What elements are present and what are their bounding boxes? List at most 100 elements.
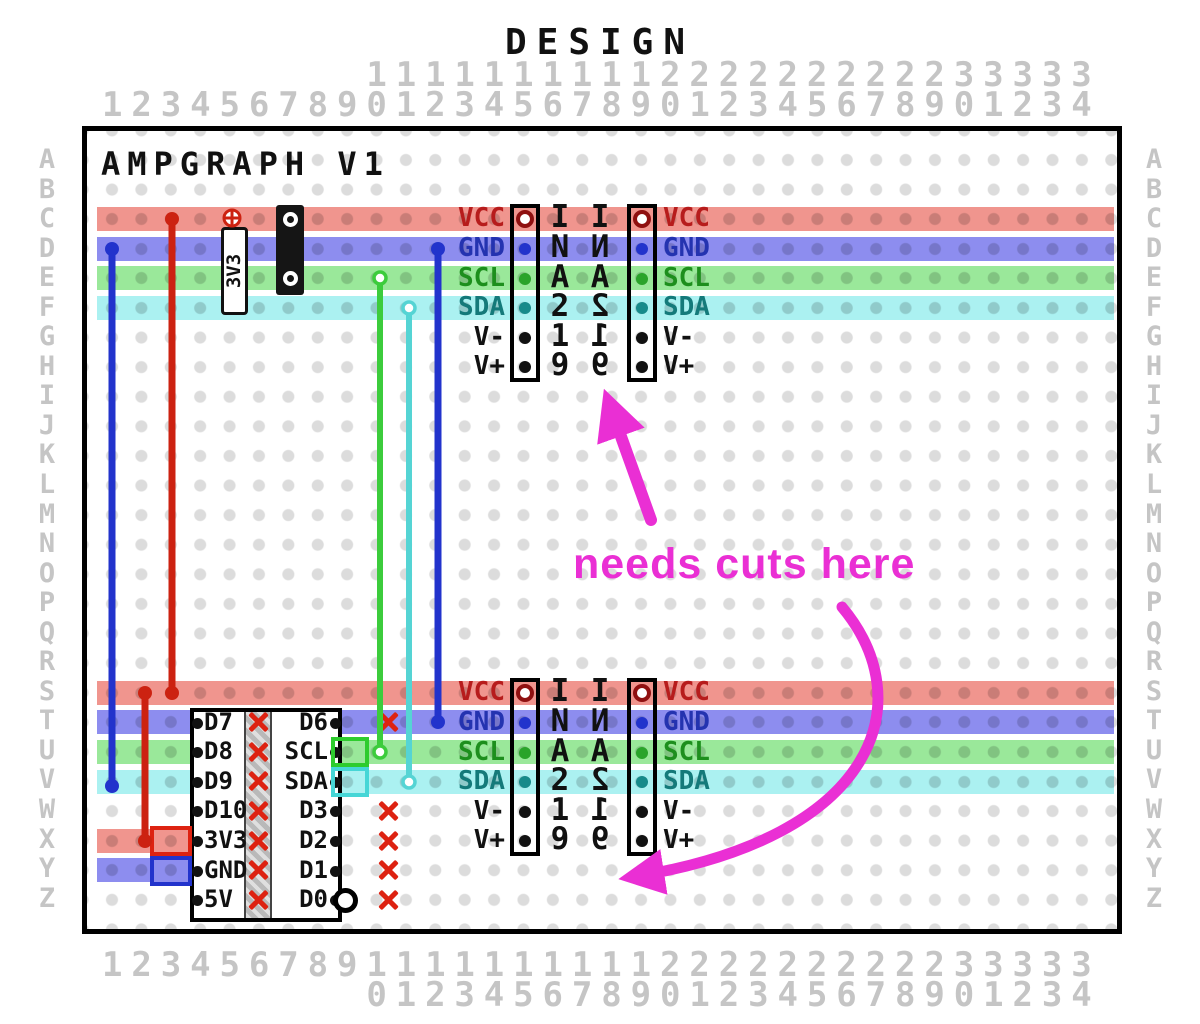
pin-dot-icon xyxy=(519,717,531,729)
pin-label: VCC xyxy=(663,677,710,708)
mcu-pin-label: SDA xyxy=(284,766,328,795)
pin-label: V+ xyxy=(473,351,505,382)
board-letter: I xyxy=(550,673,570,710)
pin-dot-icon xyxy=(636,835,648,848)
page-title: DESIGN xyxy=(504,22,696,63)
pin-dot-icon xyxy=(636,746,648,759)
vcc-pad-icon xyxy=(516,684,534,703)
mcu-pin-icon xyxy=(192,836,203,847)
pin-label: SCL xyxy=(663,736,710,767)
pin-dot-icon xyxy=(636,717,648,729)
pin-label: SDA xyxy=(663,292,710,323)
board-letter: 9 xyxy=(550,821,570,858)
pin-header xyxy=(627,204,657,382)
pin-label: VCC xyxy=(458,203,505,234)
mcu-pin-icon xyxy=(330,776,341,788)
cut-x-icon xyxy=(246,888,270,912)
cut-x-icon xyxy=(246,829,270,853)
mcu-pin-icon xyxy=(330,747,341,759)
row-letters-left: ABCDEFGHIJKLMNOPQRSTUVWXYZ xyxy=(38,144,56,914)
board-letter: I xyxy=(550,199,570,236)
pin-label: GND xyxy=(458,233,505,263)
column-numbers-bottom-ones: 0123456789012345678901234 xyxy=(102,975,1101,1015)
row-letters-right: ABCDEFGHIJKLMNOPQRSTUVWXYZ xyxy=(1145,144,1163,914)
pin-header xyxy=(510,678,540,856)
board-letter-mirrored: 9 xyxy=(590,347,610,384)
mcu-pin-icon xyxy=(192,895,203,907)
d0-hole-ring-icon xyxy=(333,888,358,913)
pin-dot-icon xyxy=(519,302,531,315)
pin-label: SDA xyxy=(458,766,505,797)
jumper-pad-icon xyxy=(283,212,298,227)
cut-x-icon xyxy=(246,740,270,764)
board-letter: 2 xyxy=(550,288,570,325)
vreg-label: 3V3 xyxy=(223,253,246,289)
mcu-pin-label: GND xyxy=(204,855,248,884)
pin-dot-icon xyxy=(636,243,648,255)
pin-label: SDA xyxy=(663,766,710,797)
mcu-gnd-rail-segment xyxy=(97,858,192,882)
pin-label: SDA xyxy=(458,292,505,323)
mcu-pin-icon xyxy=(192,865,203,877)
cut-x-icon xyxy=(246,710,270,734)
column-numbers-top-ones: 1234567890123456789012345678901234 xyxy=(102,85,1101,125)
mcu-pin-icon xyxy=(330,718,341,729)
pin-label: SCL xyxy=(458,736,505,767)
bottom-vcc-rail xyxy=(97,681,1114,705)
top-sda-rail xyxy=(97,296,1114,320)
pin-dot-icon xyxy=(519,776,531,789)
jumper-component xyxy=(276,205,304,295)
pin-label: GND xyxy=(663,707,710,737)
top-scl-rail xyxy=(97,266,1114,290)
pin-label: V- xyxy=(663,321,695,352)
pin-dot-icon xyxy=(519,835,531,848)
mcu-pin-label: D1 xyxy=(299,855,328,884)
mcu-pin-label: D0 xyxy=(299,885,328,914)
pin-dot-icon xyxy=(636,805,648,818)
vreg-component: 3V3 xyxy=(221,227,248,315)
mcu-pin-label: D9 xyxy=(204,766,233,795)
column-numbers-top-tens: 1111111111222222222233333 xyxy=(102,55,1101,95)
cut-x-icon xyxy=(376,710,400,734)
pin-label: V+ xyxy=(473,825,505,856)
gnd-highlight-box xyxy=(150,856,192,886)
ina219-module-top: VCC I I VCC GND N N GND SCL A A SCL SDA … xyxy=(450,199,730,384)
board-letter: 9 xyxy=(550,347,570,384)
pin-label: GND xyxy=(458,707,505,737)
sda-highlight-box xyxy=(331,767,369,797)
ina219-module-bottom: VCC I I VCC GND N N GND SCL A A SCL SDA … xyxy=(450,673,730,858)
column-numbers-bottom-main: 1234567891111111111222222222233333 xyxy=(102,945,1101,985)
cut-x-icon xyxy=(376,858,400,882)
top-gnd-rail xyxy=(97,237,1114,261)
pin-dot-icon xyxy=(519,331,531,344)
mcu-pin-icon xyxy=(330,806,341,818)
cut-x-icon xyxy=(376,829,400,853)
pin-label: V+ xyxy=(663,825,695,856)
mcu-pin-label: 3V3 xyxy=(204,826,248,854)
board-letter: N xyxy=(550,229,570,265)
pin-dot-icon xyxy=(519,272,531,285)
board-letter: 1 xyxy=(550,317,570,354)
pin-dot-icon xyxy=(636,776,648,789)
pin-dot-icon xyxy=(519,805,531,818)
pin-dot-icon xyxy=(636,361,648,374)
mcu-pin-icon xyxy=(330,836,341,847)
mcu-pin-icon xyxy=(192,776,203,788)
vcc-pad-icon xyxy=(516,210,534,229)
pin-label: SCL xyxy=(458,262,505,293)
vcc-pad-icon xyxy=(633,684,651,703)
pin-label: VCC xyxy=(458,677,505,708)
mcu-pin-label: D8 xyxy=(204,737,233,766)
mcu-pin-icon xyxy=(192,718,203,729)
mcu-pin-label: D6 xyxy=(299,708,328,736)
pin-dot-icon xyxy=(519,361,531,374)
board-letter: 1 xyxy=(550,791,570,828)
pin-label: V+ xyxy=(663,351,695,382)
needs-cuts-annotation: needs cuts here xyxy=(573,540,916,588)
jumper-pad-icon xyxy=(283,271,298,286)
mcu-pin-icon xyxy=(192,747,203,759)
mcu-pin-icon xyxy=(192,806,203,818)
pin-dot-icon xyxy=(519,746,531,759)
3v3-highlight-box xyxy=(150,826,192,856)
